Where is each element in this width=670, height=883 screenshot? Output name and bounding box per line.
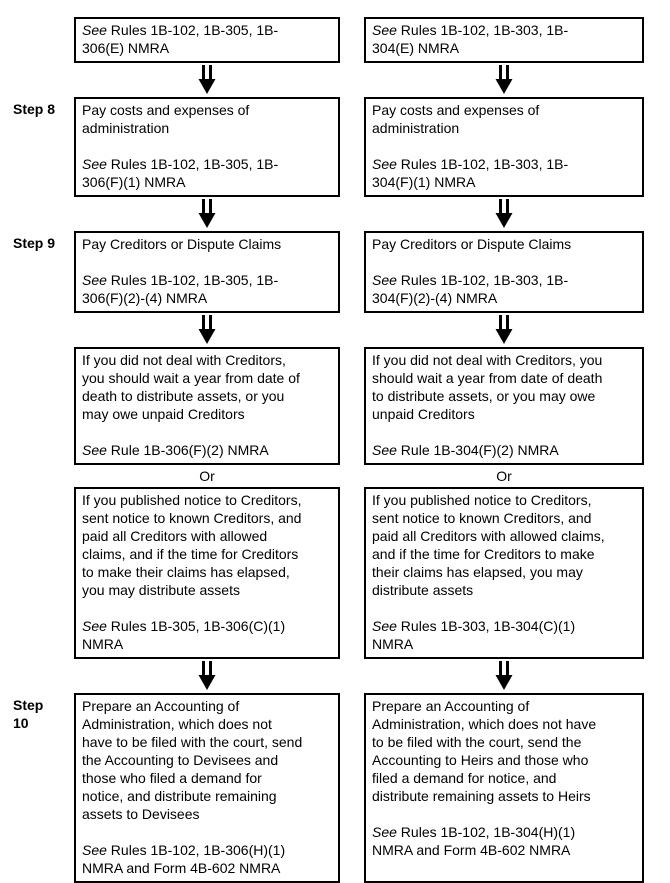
down-arrow-icon (198, 199, 216, 228)
step8-label: Step 8 (13, 101, 56, 117)
see-word: See (82, 442, 107, 458)
box-body: If you published notice to Creditors, se… (372, 492, 605, 598)
or-label: Or (496, 468, 512, 484)
row-step9: Step 9 Pay Creditors or Dispute Claims S… (0, 231, 670, 313)
citation-rest: Rules 1B-102, 1B-305, 1B- 306(E) NMRA (82, 22, 279, 56)
see-word: See (372, 272, 397, 288)
down-arrow-icon (495, 315, 513, 344)
see-word: See (82, 618, 107, 634)
box-body: Prepare an Accounting of Administration,… (372, 698, 597, 804)
row-step10: Step 10 Prepare an Accounting of Adminis… (0, 693, 670, 883)
row-published-notice: If you published notice to Creditors, se… (0, 487, 670, 659)
citation-text: See Rule 1B-306(F)(2) NMRA (82, 423, 332, 459)
box-step8-right: Pay costs and expenses of administration… (364, 97, 644, 197)
citation-text: See Rules 1B-102, 1B-303, 1B- 304(F)(2)-… (372, 253, 636, 307)
connector-arrows (0, 63, 670, 97)
row-wait-year: If you did not deal with Creditors, you … (0, 347, 670, 465)
connector-arrows (0, 197, 670, 231)
citation-text: See Rules 1B-102, 1B-303, 1B- 304(E) NMR… (372, 21, 636, 57)
see-word: See (372, 618, 397, 634)
or-label: Or (199, 468, 215, 484)
citation-text: See Rules 1B-305, 1B-306(C)(1) NMRA (82, 599, 332, 653)
step-label-spacer (0, 487, 74, 659)
box-step9-left: Pay Creditors or Dispute Claims See Rule… (74, 231, 340, 313)
box-published-notice-left: If you published notice to Creditors, se… (74, 487, 340, 659)
box-body: If you published notice to Creditors, se… (82, 492, 302, 598)
down-arrow-icon (495, 199, 513, 228)
box-step10-right: Prepare an Accounting of Administration,… (364, 693, 644, 883)
citation-rest: Rules 1B-102, 1B-304(H)(1) NMRA and Form… (372, 824, 576, 858)
connector-arrows (0, 659, 670, 693)
down-arrow-icon (198, 315, 216, 344)
citation-rest: Rules 1B-102, 1B-303, 1B- 304(F)(1) NMRA (372, 156, 569, 190)
citation-text: See Rule 1B-304(F)(2) NMRA (372, 423, 636, 459)
box-step9-right: Pay Creditors or Dispute Claims See Rule… (364, 231, 644, 313)
citation-rest: Rules 1B-102, 1B-305, 1B- 306(F)(2)-(4) … (82, 272, 279, 306)
box-published-notice-right: If you published notice to Creditors, se… (364, 487, 644, 659)
down-arrow-icon (198, 65, 216, 94)
box-body: If you did not deal with Creditors, you … (82, 352, 300, 422)
box-body: Pay Creditors or Dispute Claims (82, 236, 282, 252)
box-step10-left: Prepare an Accounting of Administration,… (74, 693, 340, 883)
see-word: See (82, 842, 107, 858)
box-body: Pay Creditors or Dispute Claims (372, 236, 572, 252)
citation-text: See Rules 1B-102, 1B-304(H)(1) NMRA and … (372, 805, 636, 859)
step-label-spacer (0, 347, 74, 465)
box-rules-306e-left: See Rules 1B-102, 1B-305, 1B- 306(E) NMR… (74, 17, 340, 63)
citation-text: See Rules 1B-102, 1B-305, 1B- 306(F)(1) … (82, 137, 332, 191)
citation-rest: Rules 1B-102, 1B-305, 1B- 306(F)(1) NMRA (82, 156, 279, 190)
citation-text: See Rules 1B-102, 1B-305, 1B- 306(F)(2)-… (82, 253, 332, 307)
citation-rest: Rule 1B-304(F)(2) NMRA (396, 442, 559, 458)
citation-rest: Rules 1B-102, 1B-306(H)(1) NMRA and Form… (82, 842, 286, 876)
box-body: Prepare an Accounting of Administration,… (82, 698, 303, 822)
box-body: Pay costs and expenses of administration (82, 102, 250, 136)
box-step8-left: Pay costs and expenses of administration… (74, 97, 340, 197)
step10-label: Step 10 (13, 697, 44, 731)
connector-arrows (0, 313, 670, 347)
citation-rest: Rules 1B-305, 1B-306(C)(1) NMRA (82, 618, 286, 652)
citation-text: See Rules 1B-102, 1B-306(H)(1) NMRA and … (82, 823, 332, 877)
see-word: See (82, 22, 107, 38)
citation-rest: Rules 1B-102, 1B-303, 1B- 304(E) NMRA (372, 22, 569, 56)
citation-text: See Rules 1B-303, 1B-304(C)(1) NMRA (372, 599, 636, 653)
citation-text: See Rules 1B-102, 1B-305, 1B- 306(E) NMR… (82, 21, 332, 57)
see-word: See (372, 442, 397, 458)
down-arrow-icon (198, 661, 216, 690)
see-word: See (372, 824, 397, 840)
box-body: If you did not deal with Creditors, you … (372, 352, 603, 422)
step9-label: Step 9 (13, 235, 56, 251)
or-separator: Or Or (0, 465, 670, 487)
down-arrow-icon (495, 661, 513, 690)
box-wait-year-left: If you did not deal with Creditors, you … (74, 347, 340, 465)
row-citation-intro: See Rules 1B-102, 1B-305, 1B- 306(E) NMR… (0, 17, 670, 63)
see-word: See (82, 156, 107, 172)
see-word: See (372, 156, 397, 172)
citation-text: See Rules 1B-102, 1B-303, 1B- 304(F)(1) … (372, 137, 636, 191)
box-body: Pay costs and expenses of administration (372, 102, 540, 136)
box-rules-304e-right: See Rules 1B-102, 1B-303, 1B- 304(E) NMR… (364, 17, 644, 63)
citation-rest: Rules 1B-102, 1B-303, 1B- 304(F)(2)-(4) … (372, 272, 569, 306)
step-label-spacer (0, 17, 74, 63)
see-word: See (372, 22, 397, 38)
citation-rest: Rules 1B-303, 1B-304(C)(1) NMRA (372, 618, 576, 652)
box-wait-year-right: If you did not deal with Creditors, you … (364, 347, 644, 465)
row-step8: Step 8 Pay costs and expenses of adminis… (0, 97, 670, 197)
citation-rest: Rule 1B-306(F)(2) NMRA (106, 442, 269, 458)
down-arrow-icon (495, 65, 513, 94)
see-word: See (82, 272, 107, 288)
